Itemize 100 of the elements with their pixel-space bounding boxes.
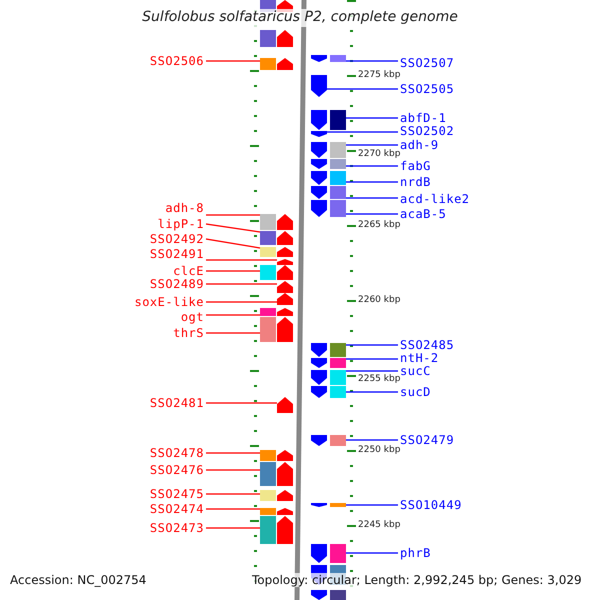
scale-label: 2270 kbp — [358, 149, 400, 159]
gene-label: lipP-1 — [158, 217, 204, 231]
gene-label: thrS — [173, 326, 204, 340]
gene-feature — [260, 231, 293, 245]
leader-line — [206, 332, 260, 334]
leader-line — [206, 508, 260, 510]
leader-line — [346, 165, 398, 167]
gene-feature — [260, 265, 293, 280]
gene-feature — [311, 200, 346, 217]
gene-label: SSO2479 — [400, 433, 454, 447]
gene-label: adh-8 — [165, 201, 204, 215]
gene-label: acaB-5 — [400, 207, 446, 221]
gene-feature — [311, 343, 346, 357]
gene-feature — [260, 516, 293, 544]
gene-label: SSO2506 — [150, 54, 204, 68]
gene-label: SSO2492 — [150, 232, 204, 246]
scale-label: 2245 kbp — [358, 520, 400, 530]
accession-text: Accession: NC_002754 — [10, 573, 146, 587]
leader-line — [346, 344, 398, 346]
gene-label: SSO2491 — [150, 247, 204, 261]
gene-feature — [277, 397, 293, 413]
leader-line — [206, 493, 260, 495]
gene-feature — [260, 508, 293, 515]
leader-line — [206, 452, 260, 454]
leader-line — [346, 504, 398, 506]
gene-label: abfD-1 — [400, 111, 446, 125]
gene-feature — [311, 55, 346, 62]
leader-line — [346, 144, 398, 146]
leader-line — [346, 552, 398, 554]
gene-label: sucD — [400, 385, 431, 399]
gene-label: fabG — [400, 159, 431, 173]
leader-line — [346, 439, 398, 441]
leader-line — [346, 197, 398, 199]
gene-label: soxE-like — [134, 295, 204, 309]
leader-line — [327, 131, 398, 133]
gene-feature — [311, 386, 346, 398]
gene-feature — [277, 293, 293, 305]
gene-label: phrB — [400, 546, 431, 560]
leader-line — [346, 117, 398, 119]
gene-label: ntH-2 — [400, 351, 439, 365]
leader-line — [206, 223, 260, 233]
gene-feature — [260, 450, 293, 461]
title: Sulfolobus solfataricus P2, complete genome — [142, 9, 458, 25]
leader-line — [346, 60, 398, 62]
gene-label: SSO2507 — [400, 56, 454, 70]
leader-line — [206, 214, 260, 216]
leader-line — [206, 402, 277, 404]
leader-line — [206, 314, 260, 316]
gene-feature — [260, 58, 293, 70]
gene-feature — [311, 75, 327, 97]
gene-feature — [277, 281, 293, 293]
leader-line — [346, 213, 398, 215]
leader-line — [206, 60, 260, 62]
leader-line — [346, 370, 398, 372]
gene-feature — [260, 490, 293, 501]
leader-line — [206, 469, 260, 471]
gene-label: sucC — [400, 364, 431, 378]
gene-label: SSO2474 — [150, 502, 204, 516]
gene-feature — [311, 142, 346, 158]
scale-label: 2260 kbp — [358, 295, 400, 305]
gene-feature — [311, 435, 346, 446]
gene-label: clcE — [173, 264, 204, 278]
gene-label: SSO2485 — [400, 338, 454, 352]
leader-line — [206, 238, 260, 249]
leader-line — [346, 358, 398, 360]
gene-feature — [311, 590, 346, 600]
leader-line — [327, 88, 398, 90]
gene-feature — [260, 30, 293, 47]
scale-label: 2265 kbp — [358, 220, 400, 230]
gene-label: SSO2489 — [150, 277, 204, 291]
leader-line — [206, 270, 260, 272]
gene-feature — [311, 503, 346, 507]
gene-label: SSO2505 — [400, 82, 454, 96]
gene-label: SSO2473 — [150, 521, 204, 535]
gene-label: SSO2502 — [400, 124, 454, 138]
leader-line — [206, 527, 260, 529]
gene-label: SSO2478 — [150, 446, 204, 460]
leader-line — [346, 391, 398, 393]
leader-line — [206, 259, 277, 261]
gene-label: SSO10449 — [400, 498, 462, 512]
gene-feature — [311, 544, 346, 563]
gene-label: SSO2476 — [150, 463, 204, 477]
gene-label: SSO2475 — [150, 487, 204, 501]
gene-feature — [260, 247, 293, 257]
leader-line — [206, 283, 277, 285]
gene-feature — [311, 159, 346, 169]
summary-text: Topology: circular; Length: 2,992,245 bp; Genes: 3,029 — [252, 573, 582, 587]
leader-line — [206, 301, 277, 303]
gene-label: acd-like2 — [400, 192, 470, 206]
gene-label: adh-9 — [400, 138, 439, 152]
gene-feature — [311, 358, 346, 368]
gene-label: nrdB — [400, 175, 431, 189]
gene-label: SSO2481 — [150, 396, 204, 410]
scale-label: 2275 kbp — [358, 70, 400, 80]
gene-feature — [311, 186, 346, 199]
gene-feature — [260, 308, 293, 316]
gene-feature — [311, 171, 346, 185]
gene-feature — [260, 462, 293, 486]
gene-label: ogt — [180, 310, 204, 324]
scale-label: 2255 kbp — [358, 374, 400, 384]
